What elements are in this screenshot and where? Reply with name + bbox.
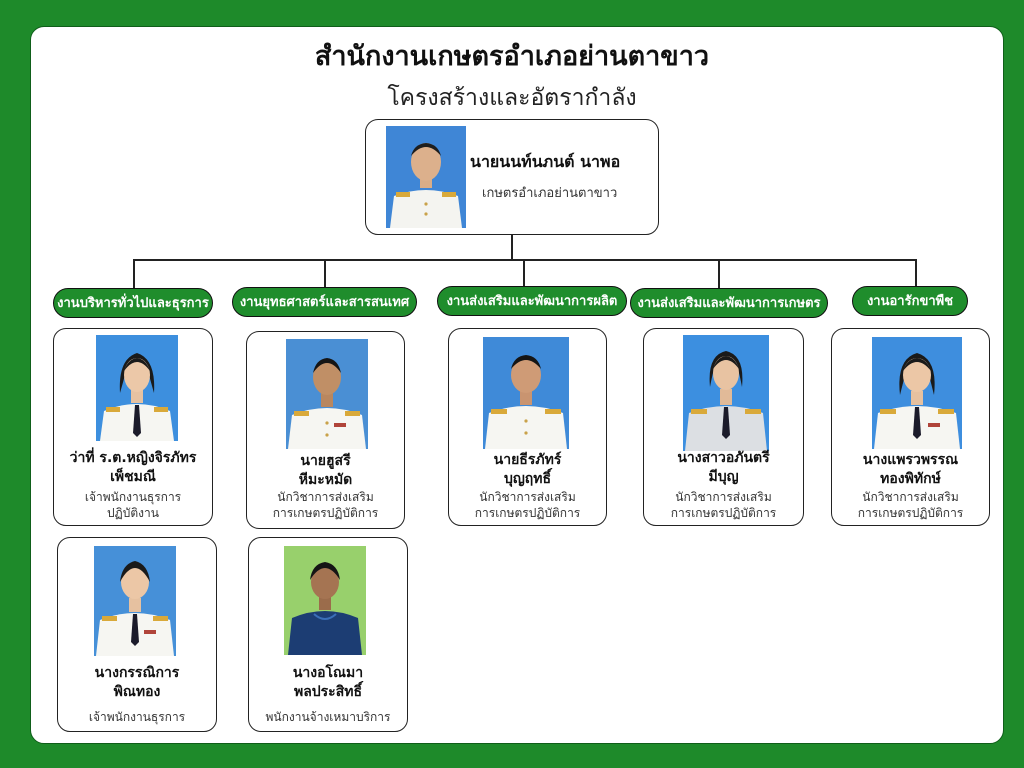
department-pill-plant-protection: งานอารักขาพืช <box>852 286 968 316</box>
head-role: เกษตรอำเภอย่านตาขาว <box>482 186 618 201</box>
department-pill-agriculture: งานส่งเสริมและพัฒนาการเกษตร <box>630 288 828 318</box>
page-title: สำนักงานเกษตรอำเภอย่านตาขาว <box>314 41 710 72</box>
head-name: นายนนท์นภนต์ นาพอ <box>470 152 621 171</box>
staff-name-2-line1: นายฮูสรี <box>300 453 351 469</box>
staff-name-3-line2: บุญฤทธิ์ <box>503 471 552 487</box>
staff-name-4-line1: นางสาวอภันตรี <box>677 450 770 466</box>
staff-role-7-line1: พนักงานจ้างเหมาบริการ <box>265 710 391 724</box>
staff-card-6: นางกรรณิการ พิณทอง เจ้าพนักงานธุรการ <box>57 537 217 732</box>
staff-photo-2 <box>286 339 368 449</box>
staff-role-3-line2: การเกษตรปฏิบัติการ <box>474 506 581 520</box>
head-photo <box>386 126 466 228</box>
staff-photo-7 <box>284 546 366 655</box>
staff-role-5-line1: นักวิชาการส่งเสริม <box>862 490 959 504</box>
staff-card-4: นางสาวอภันตรี มีบุญ นักวิชาการส่งเสริม ก… <box>643 328 804 526</box>
staff-name-1-line2: เพ็ชมณี <box>110 469 156 485</box>
department-branch-line <box>133 259 917 261</box>
department-pill-production: งานส่งเสริมและพัฒนาการผลิต <box>437 286 627 316</box>
branch-drop-line-1 <box>133 259 135 289</box>
staff-photo-1 <box>96 335 178 441</box>
staff-role-3-line1: นักวิชาการส่งเสริม <box>479 490 576 504</box>
staff-role-2-line1: นักวิชาการส่งเสริม <box>277 490 374 504</box>
staff-name-1-line1: ว่าที่ ร.ต.หญิงจิรภัทร <box>69 450 197 466</box>
staff-photo-3 <box>483 337 569 449</box>
staff-role-5-line2: การเกษตรปฏิบัติการ <box>857 506 964 520</box>
page-subtitle: โครงสร้างและอัตรากำลัง <box>387 85 637 111</box>
department-pill-strategy: งานยุทธศาสตร์และสารสนเทศ <box>232 287 417 317</box>
department-pill-admin: งานบริหารทั่วไปและธุรการ <box>53 288 213 318</box>
branch-drop-line-2 <box>324 259 326 288</box>
head-connector-line <box>511 235 513 259</box>
staff-role-2-line2: การเกษตรปฏิบัติการ <box>272 506 379 520</box>
staff-photo-6 <box>94 546 176 656</box>
branch-drop-line-5 <box>915 259 917 287</box>
staff-name-6-line1: นางกรรณิการ <box>94 665 180 681</box>
staff-card-1: ว่าที่ ร.ต.หญิงจิรภัทร เพ็ชมณี เจ้าพนักง… <box>53 328 213 526</box>
staff-name-5-line2: ทองพิทักษ์ <box>880 471 941 487</box>
staff-photo-5 <box>872 337 962 449</box>
staff-name-4-line2: มีบุญ <box>708 469 739 485</box>
staff-name-3-line1: นายธีรภัทร์ <box>493 452 562 468</box>
staff-role-1-line2: ปฏิบัติงาน <box>107 506 159 520</box>
staff-name-7-line1: นางอโณมา <box>292 665 364 681</box>
staff-name-7-line2: พลประสิทธิ์ <box>293 684 363 700</box>
staff-card-2: นายฮูสรี หีมะหมัด นักวิชาการส่งเสริม การ… <box>246 331 405 529</box>
staff-photo-4 <box>683 335 769 451</box>
staff-role-6-line1: เจ้าพนักงานธุรการ <box>88 710 186 724</box>
staff-name-5-line1: นางแพรวพรรณ <box>862 452 959 468</box>
staff-card-5: นางแพรวพรรณ ทองพิทักษ์ นักวิชาการส่งเสริ… <box>831 328 990 526</box>
staff-name-6-line2: พิณทอง <box>113 684 161 700</box>
staff-card-3: นายธีรภัทร์ บุญฤทธิ์ นักวิชาการส่งเสริม … <box>448 328 607 526</box>
staff-card-7: นางอโณมา พลประสิทธิ์ พนักงานจ้างเหมาบริก… <box>248 537 408 732</box>
staff-name-2-line2: หีมะหมัด <box>298 472 353 488</box>
staff-role-1-line1: เจ้าพนักงานธุรการ <box>84 490 182 504</box>
branch-drop-line-4 <box>718 259 720 288</box>
branch-drop-line-3 <box>523 259 525 287</box>
staff-role-4-line2: การเกษตรปฏิบัติการ <box>670 506 777 520</box>
staff-role-4-line1: นักวิชาการส่งเสริม <box>675 490 772 504</box>
